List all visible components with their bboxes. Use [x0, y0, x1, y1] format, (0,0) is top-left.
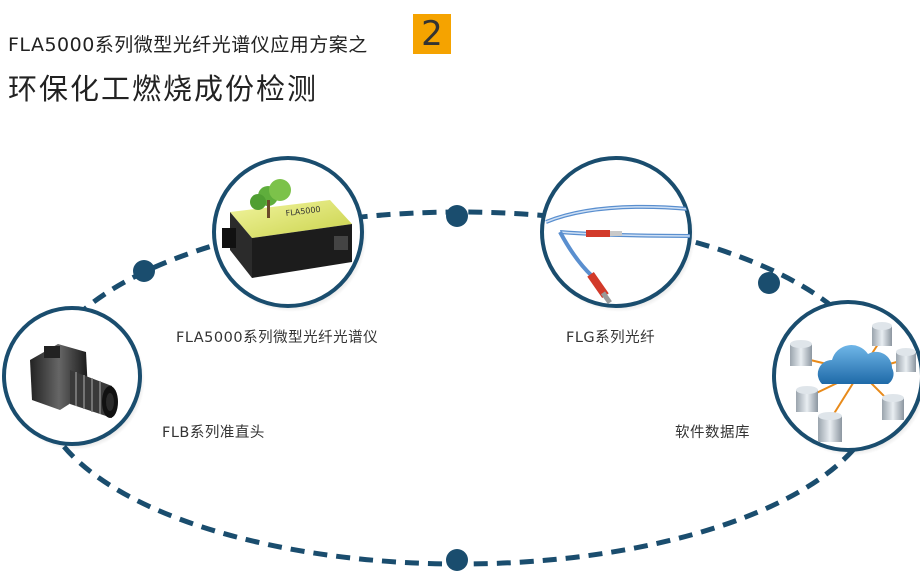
page-title: 环保化工燃烧成份检测 — [8, 72, 319, 106]
page-subtitle: FLA5000系列微型光纤光谱仪应用方案之 — [8, 34, 368, 56]
loop-dot — [446, 549, 468, 571]
database-node — [772, 300, 920, 456]
fiber-icon — [545, 204, 690, 305]
spectrometer-icon: FLA5000 — [222, 179, 352, 278]
collimator-node — [2, 306, 145, 450]
fiber-label: FLG系列光纤 — [566, 330, 656, 346]
fiber-node — [540, 156, 695, 312]
collimator-label: FLB系列准直头 — [162, 425, 265, 441]
collimator-icon — [30, 344, 118, 418]
loop-dot — [758, 272, 780, 294]
number-badge: 2 — [413, 14, 451, 54]
spectrometer-label: FLA5000系列微型光纤光谱仪 — [176, 330, 379, 346]
loop-dot — [133, 260, 155, 282]
loop-dot — [446, 205, 468, 227]
spectrometer-node: FLA5000 — [212, 156, 367, 312]
database-label: 软件数据库 — [675, 425, 750, 441]
database-cloud-icon — [790, 322, 916, 442]
workflow-loop — [37, 209, 883, 567]
spectrometer-brand: FLA5000 — [285, 205, 321, 218]
